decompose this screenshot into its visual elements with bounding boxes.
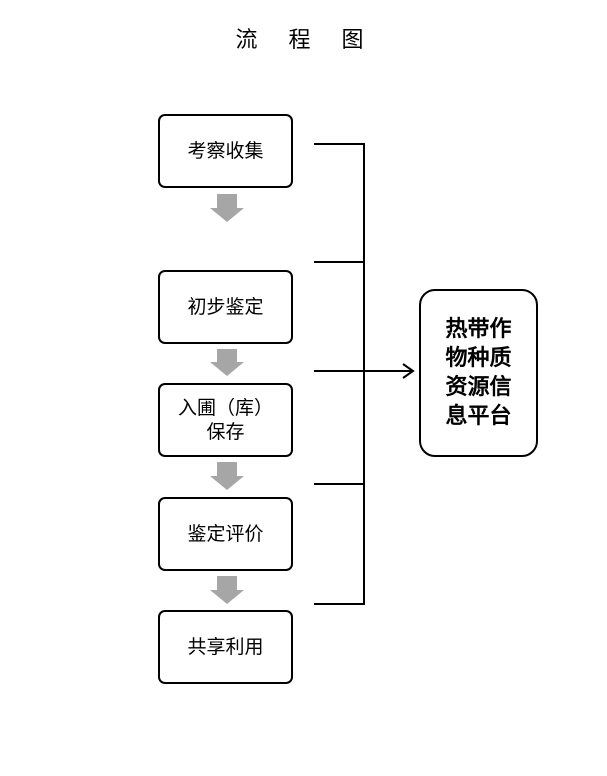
step-box-sharing: 共享利用 (158, 610, 293, 684)
step-box-evaluation: 鉴定评价 (158, 497, 293, 571)
down-arrow-icon (210, 194, 244, 222)
step-label: 鉴定评价 (187, 523, 264, 545)
step-label: 共享利用 (187, 636, 264, 658)
down-arrow-icon (210, 462, 244, 490)
step-box-collect: 考察收集 (158, 114, 293, 188)
bracket-lines (314, 143, 412, 605)
arrow-right-icon (402, 363, 415, 379)
step-label: 考察收集 (187, 140, 264, 162)
down-arrow-icon (210, 576, 244, 604)
step-label: 初步鉴定 (187, 296, 264, 318)
platform-box: 热带作物种质资源信息平台 (419, 289, 538, 457)
step-label-line1: 入圃（库） (177, 397, 273, 419)
diagram-title: 流 程 图 (235, 28, 376, 53)
step-box-preliminary-identification: 初步鉴定 (158, 270, 293, 344)
step-label-line2: 保存 (206, 421, 245, 443)
platform-label: 热带作物种质资源信息平台 (445, 316, 512, 429)
flow-arrows (210, 194, 244, 604)
down-arrow-icon (210, 349, 244, 376)
step-box-preservation: 入圃（库） 保存 (158, 383, 293, 457)
